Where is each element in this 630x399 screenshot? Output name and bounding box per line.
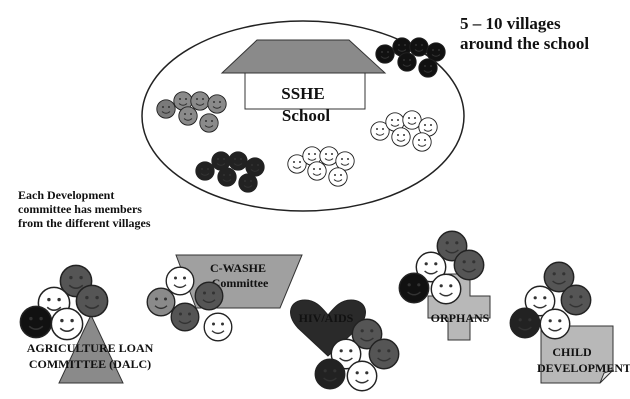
villages-caption-line2: around the school bbox=[460, 34, 590, 53]
villages-caption: 5 – 10 villages around the school bbox=[460, 14, 589, 54]
cwashe-label-line2: Committee bbox=[212, 276, 269, 290]
orphans-committee: ORPHANS bbox=[398, 230, 491, 341]
school-label-line1: SSHE bbox=[281, 84, 324, 103]
members-note-line2: committee has members bbox=[18, 202, 142, 216]
dalc-label-line2: COMMITTEE (DALC) bbox=[29, 357, 151, 371]
dalc-label-line1: AGRICULTURE LOAN bbox=[27, 341, 154, 355]
members-note-line1: Each Development bbox=[18, 188, 115, 202]
members-note: Each Development committee has members f… bbox=[18, 188, 151, 230]
school-label-line2: School bbox=[282, 106, 330, 125]
orphans-label: ORPHANS bbox=[431, 311, 490, 325]
child-label-line2: DEVELOPMENT bbox=[537, 361, 630, 375]
child-development-committee: CHILD DEVELOPMENT bbox=[509, 261, 630, 384]
cwashe-label-line1: C-WASHE bbox=[210, 261, 266, 275]
members-note-line3: from the different villages bbox=[18, 216, 151, 230]
hiv-label: HIV/AIDS bbox=[299, 311, 354, 325]
hiv-aids-committee: HIV/AIDS bbox=[290, 299, 400, 392]
cwashe-committee: C-WASHE Committee bbox=[146, 254, 303, 342]
villages-caption-line1: 5 – 10 villages bbox=[460, 14, 561, 33]
child-label-line1: CHILD bbox=[552, 345, 592, 359]
dalc-committee: AGRICULTURE LOAN COMMITTEE (DALC) bbox=[19, 264, 154, 384]
school-building: SSHE School bbox=[220, 39, 387, 125]
